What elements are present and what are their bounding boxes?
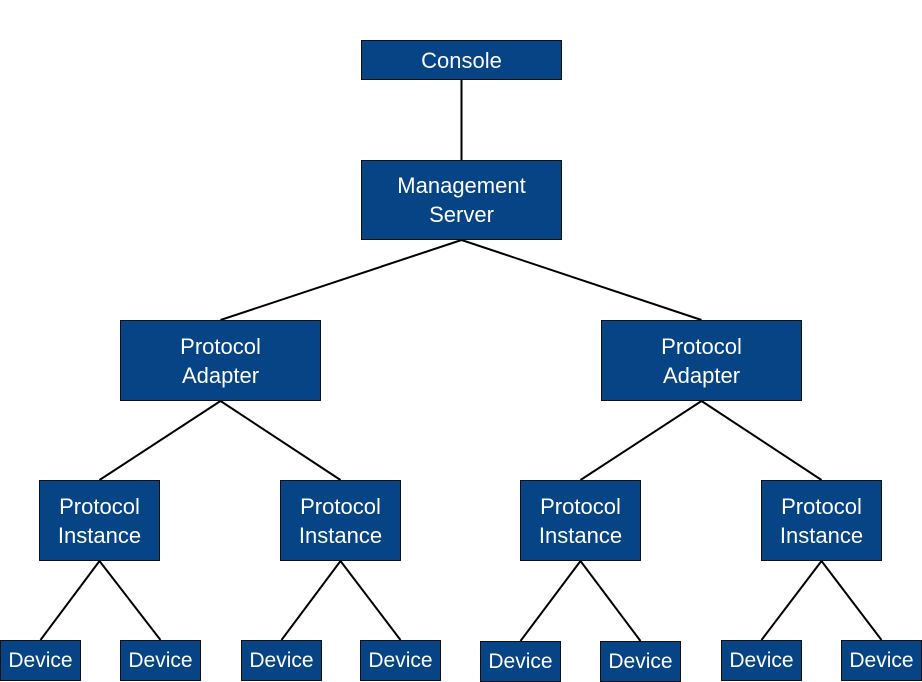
edge-instance_1-to-device_1	[39, 560, 101, 641]
edge-instance_1-to-device_2	[98, 560, 162, 641]
edge-instance_4-to-device_8	[820, 560, 883, 641]
edge-management_server-to-adapter_left	[220, 239, 462, 321]
edge-adapter_left-to-instance_2	[219, 400, 342, 481]
edge-instance_2-to-device_4	[339, 560, 402, 641]
protocol-instance-3-node: Protocol Instance	[520, 480, 641, 561]
protocol-adapter-left-node: Protocol Adapter	[120, 320, 321, 401]
device-3-node: Device	[241, 640, 322, 681]
device-7-node: Device	[721, 640, 802, 681]
edge-instance_3-to-device_6	[579, 560, 642, 642]
device-8-node: Device	[841, 640, 922, 681]
device-5-node: Device	[480, 641, 561, 682]
edge-instance_2-to-device_3	[280, 560, 342, 641]
protocol-instance-1-node: Protocol Instance	[39, 480, 160, 561]
device-4-node: Device	[360, 640, 441, 681]
edge-management_server-to-adapter_right	[461, 239, 702, 321]
protocol-adapter-right-node: Protocol Adapter	[601, 320, 802, 401]
edge-adapter_right-to-instance_4	[700, 400, 823, 481]
edge-instance_3-to-device_5	[519, 560, 582, 642]
protocol-instance-4-node: Protocol Instance	[761, 480, 882, 561]
edge-adapter_right-to-instance_3	[579, 400, 703, 481]
device-2-node: Device	[120, 640, 201, 681]
device-6-node: Device	[600, 641, 681, 682]
edge-instance_4-to-device_7	[760, 560, 823, 641]
edge-adapter_left-to-instance_1	[98, 400, 222, 481]
protocol-instance-2-node: Protocol Instance	[280, 480, 401, 561]
console-node: Console	[361, 40, 562, 80]
management-server-node: Management Server	[361, 160, 562, 240]
device-1-node: Device	[0, 640, 81, 681]
